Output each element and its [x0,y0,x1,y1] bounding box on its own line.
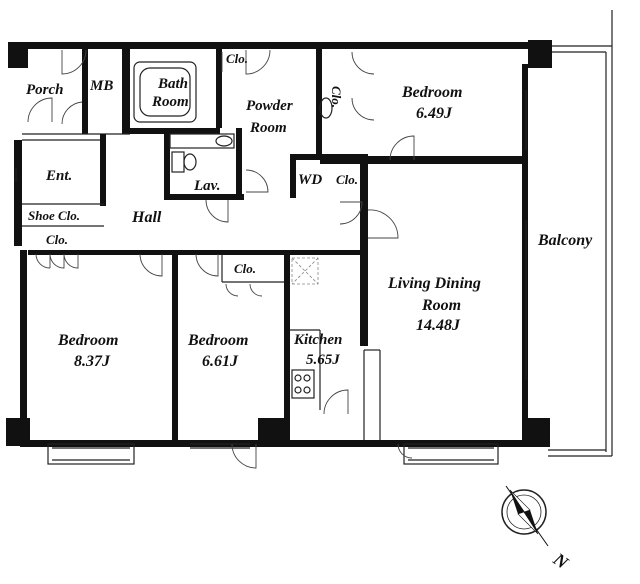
bath-room-label-2: Room [151,94,189,110]
closet-small-label: Clo. [336,172,358,187]
living-dining-size: 14.48J [416,317,461,334]
interior-walls [22,46,524,444]
hall-label: Hall [131,209,162,226]
shoe-closet-label: Shoe Clo. [28,208,80,223]
balcony-area [548,10,613,457]
balcony-label: Balcony [537,232,593,249]
bath-room-label-1: Bath [157,76,188,92]
bedroom-sw-size: 8.37J [74,353,111,370]
bedroom-mid-name: Bedroom [187,332,248,349]
windows [15,90,527,465]
compass-north-label: N [549,548,573,573]
closet-left-label: Clo. [46,232,68,247]
bedroom-ne-name: Bedroom [401,84,462,101]
bedroom-ne-size: 6.49J [416,105,453,122]
lavatory-label: Lav. [193,178,221,194]
closet-top-label: Clo. [226,51,248,66]
kitchen-size: 5.65J [306,352,340,368]
powder-room-label-1: Powder [246,98,293,114]
wd-label: WD [298,172,322,188]
living-dining-label-2: Room [421,297,461,314]
fixtures [133,61,333,173]
compass-rose-icon [501,485,549,547]
closet-vertical-label: Clo. [329,86,344,108]
door-swings [27,49,415,469]
bedroom-mid-size: 6.61J [202,353,239,370]
compass: N [501,485,573,573]
kitchen-name: Kitchen [293,332,342,348]
bedroom-sw-name: Bedroom [57,332,118,349]
closet-mid-label: Clo. [234,261,256,276]
mb-label: MB [89,78,113,94]
porch-label: Porch [26,82,64,98]
entrance-label: Ent. [45,168,72,184]
living-dining-label-1: Living Dining [387,275,481,292]
powder-room-label-2: Room [249,120,287,136]
